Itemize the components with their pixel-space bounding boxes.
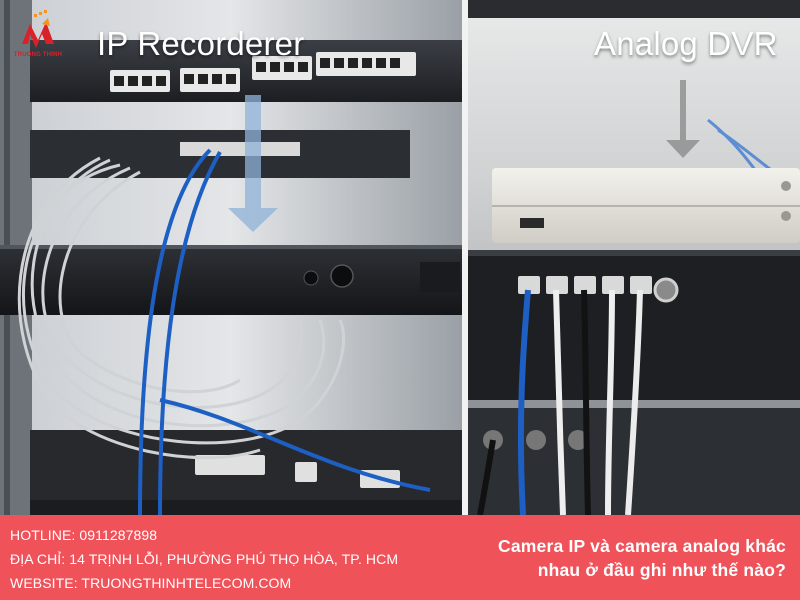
footer-banner: HOTLINE: 0911287898 ĐỊA CHỈ: 14 TRỊNH LỖ… (0, 515, 800, 600)
analog-dvr-title: Analog DVR (594, 25, 778, 62)
dvr-arrow (666, 80, 700, 158)
website-text: WEBSITE: TRUONGTHINHTELECOM.COM (10, 575, 292, 591)
truong-thinh-logo-icon (22, 10, 54, 48)
hotline-text: HOTLINE: 0911287898 (10, 527, 158, 543)
ip-recorder-title: IP Recorderer (97, 25, 305, 62)
headline-line-2: nhau ở đầu ghi như thế nào? (537, 560, 786, 580)
ip-recorder-photo: TRUONG THINH IP Recorderer (0, 0, 462, 515)
headline-line-1: Camera IP và camera analog khác (498, 536, 786, 556)
analog-dvr-photo: Analog DVR (468, 0, 800, 515)
ip-rack-scene (0, 0, 462, 515)
panel-divider (462, 0, 468, 515)
address-text: ĐỊA CHỈ: 14 TRỊNH LỖI, PHƯỜNG PHÚ THỌ HÒ… (10, 551, 399, 567)
ip-arrow (228, 95, 278, 232)
brand-logo: TRUONG THINH (8, 10, 68, 66)
headline: Camera IP và camera analog khác nhau ở đ… (498, 534, 786, 582)
contact-info: HOTLINE: 0911287898 ĐỊA CHỈ: 14 TRỊNH LỖ… (10, 525, 398, 597)
logo-text: TRUONG THINH (13, 52, 63, 58)
dvr-rack-scene (468, 0, 800, 515)
